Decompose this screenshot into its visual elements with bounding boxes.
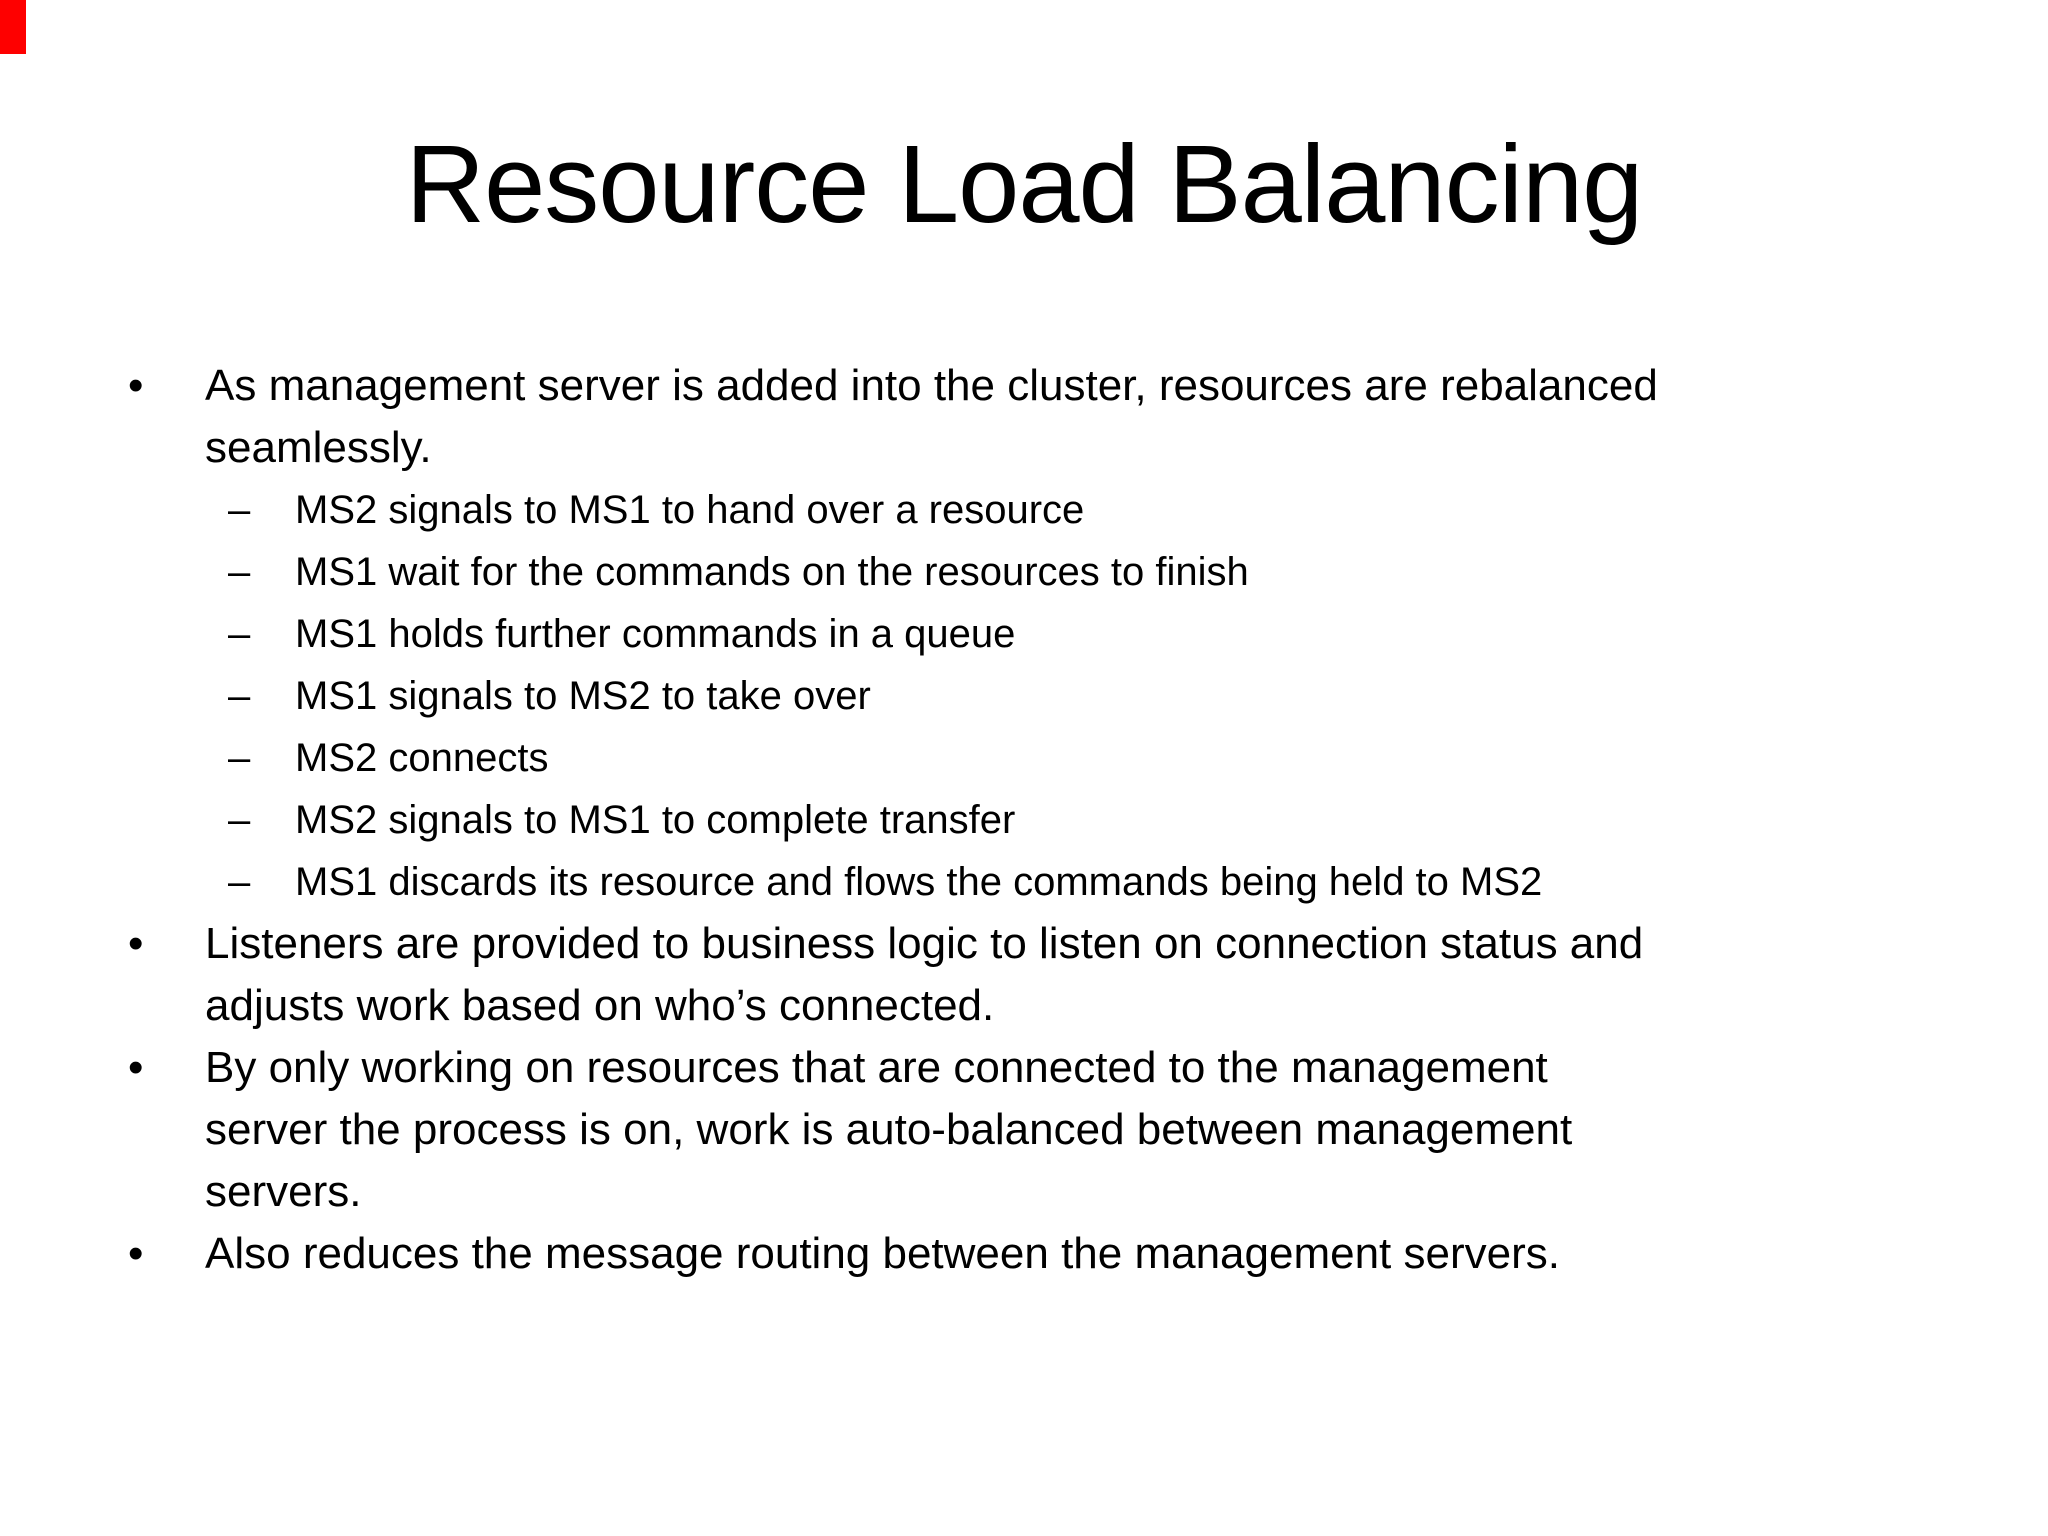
bullet-text: MS1 holds further commands in a queue (295, 612, 1016, 656)
corner-red-marker (0, 0, 26, 54)
bullet-text: servers. (205, 1167, 362, 1216)
bullet-item: • By only working on resources that are c… (0, 1037, 2048, 1099)
sub-bullet-item: –MS2 signals to MS1 to hand over a resou… (0, 479, 2048, 541)
sub-bullet-item: –MS2 signals to MS1 to complete transfer (0, 789, 2048, 851)
slide-title: Resource Load Balancing (405, 123, 1644, 246)
dash-marker-icon: – (228, 860, 251, 904)
dash-marker-icon: – (228, 736, 251, 780)
sub-bullet-item: –MS1 holds further commands in a queue (0, 603, 2048, 665)
bullet-item: seamlessly. (0, 417, 2048, 479)
dash-marker-icon: – (228, 674, 251, 718)
bullet-dot-icon: • (128, 919, 144, 968)
sub-bullet-item: –MS2 connects (0, 727, 2048, 789)
bullet-item: server the process is on, work is auto-b… (0, 1099, 2048, 1161)
sub-bullet-item: –MS1 wait for the commands on the resour… (0, 541, 2048, 603)
bullet-dot-icon: • (128, 1229, 144, 1278)
bullet-list: • As management server is added into the … (0, 355, 2048, 1285)
bullet-text: By only working on resources that are co… (205, 1043, 1548, 1092)
sub-bullet-item: –MS1 signals to MS2 to take over (0, 665, 2048, 727)
bullet-dot-icon: • (128, 1043, 144, 1092)
dash-marker-icon: – (228, 612, 251, 656)
bullet-text: adjusts work based on who’s connected. (205, 981, 995, 1030)
bullet-text: MS1 discards its resource and flows the … (295, 860, 1543, 904)
bullet-item: • As management server is added into the … (0, 355, 2048, 417)
dash-marker-icon: – (228, 798, 251, 842)
bullet-text: MS2 signals to MS1 to hand over a resour… (295, 488, 1085, 532)
bullet-text: As management server is added into the c… (205, 361, 1658, 410)
bullet-text: MS2 connects (295, 736, 549, 780)
dash-marker-icon: – (228, 488, 251, 532)
bullet-dot-icon: • (128, 361, 144, 410)
bullet-text: MS2 signals to MS1 to complete transfer (295, 798, 1016, 842)
bullet-item: servers. (0, 1161, 2048, 1223)
dash-marker-icon: – (228, 550, 251, 594)
bullet-item: adjusts work based on who’s connected. (0, 975, 2048, 1037)
bullet-text: Also reduces the message routing between… (205, 1229, 1560, 1278)
bullet-item: • Also reduces the message routing betwee… (0, 1223, 2048, 1285)
bullet-text: MS1 signals to MS2 to take over (295, 674, 871, 718)
bullet-item: • Listeners are provided to business logi… (0, 913, 2048, 975)
bullet-text: Listeners are provided to business logic… (205, 919, 1644, 968)
bullet-text: MS1 wait for the commands on the resourc… (295, 550, 1249, 594)
bullet-text: server the process is on, work is auto-b… (205, 1105, 1573, 1154)
bullet-text: seamlessly. (205, 423, 432, 472)
sub-bullet-item: –MS1 discards its resource and flows the… (0, 851, 2048, 913)
